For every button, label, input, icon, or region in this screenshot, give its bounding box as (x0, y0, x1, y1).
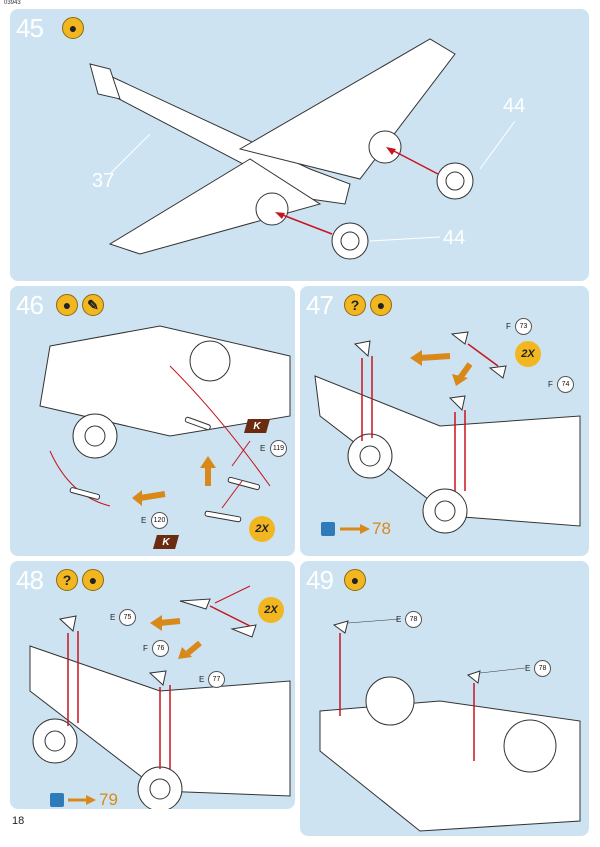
part-number: 78 (405, 611, 422, 628)
glue-icon: ● (370, 294, 392, 316)
part-letter: E (260, 444, 266, 453)
part-number: 77 (208, 671, 225, 688)
step-49-illustration (319, 618, 581, 832)
step-45-illustration (89, 38, 516, 260)
glue-icon: ● (344, 569, 366, 591)
callout-44-top: 44 (503, 95, 526, 117)
part-number: 73 (515, 318, 532, 335)
next-step-icon (50, 793, 64, 807)
part-number: 76 (152, 640, 169, 657)
next-step-number: 78 (372, 519, 391, 538)
part-letter: F (548, 380, 553, 389)
optional-question-icon: ? (56, 569, 78, 591)
step-47-panel: 47 ? ● F 73 2X F 74 78 (300, 286, 589, 556)
part-letter: E (141, 516, 147, 525)
part-letter: F (143, 644, 148, 653)
step-number: 46 (16, 290, 44, 320)
part-number: 75 (119, 609, 136, 626)
step-number: 45 (16, 13, 44, 43)
multiplier-badge: 2X (258, 597, 284, 623)
glue-icon: ● (82, 569, 104, 591)
callout-44-bottom: 44 (443, 227, 466, 249)
multiplier-badge: 2X (515, 341, 541, 367)
optional-question-icon: ? (344, 294, 366, 316)
step-48-panel: 48 ? ● E 75 2X F 76 E 77 79 (10, 561, 295, 809)
step-45-panel: 45 ● 44 37 44 (10, 9, 589, 281)
callout-37: 37 (92, 170, 115, 192)
part-number: 74 (557, 376, 574, 393)
part-number: 120 (151, 512, 168, 529)
step-47-illustration (314, 331, 581, 534)
kit-flag: K (244, 419, 270, 433)
kit-flag: K (153, 535, 179, 549)
part-letter: E (199, 675, 205, 684)
step-number: 48 (16, 565, 44, 595)
part-letter: E (396, 615, 402, 624)
next-step-arrow (340, 524, 370, 534)
paint-brush-icon: ✎ (82, 294, 104, 316)
step-number: 47 (306, 290, 334, 320)
part-letter: F (506, 322, 511, 331)
page-number: 18 (12, 815, 25, 827)
glue-icon: ● (56, 294, 78, 316)
multiplier-badge: 2X (249, 516, 275, 542)
next-step-number: 79 (99, 790, 118, 809)
step-46-panel: 46 ● ✎ K E 119 E 120 2X K (10, 286, 295, 556)
part-number: 119 (270, 440, 287, 457)
step-48-illustration (29, 585, 291, 809)
step-number: 49 (306, 565, 334, 595)
part-letter: E (525, 664, 531, 673)
step-46-illustration (39, 325, 291, 523)
part-number: 78 (534, 660, 551, 677)
step-49-panel: 49 ● E 78 E 78 (300, 561, 589, 836)
doc-id: 03943 (4, 0, 21, 6)
part-letter: E (110, 613, 116, 622)
next-step-arrow (68, 795, 96, 805)
glue-icon: ● (62, 17, 84, 39)
next-step-icon (321, 522, 335, 536)
